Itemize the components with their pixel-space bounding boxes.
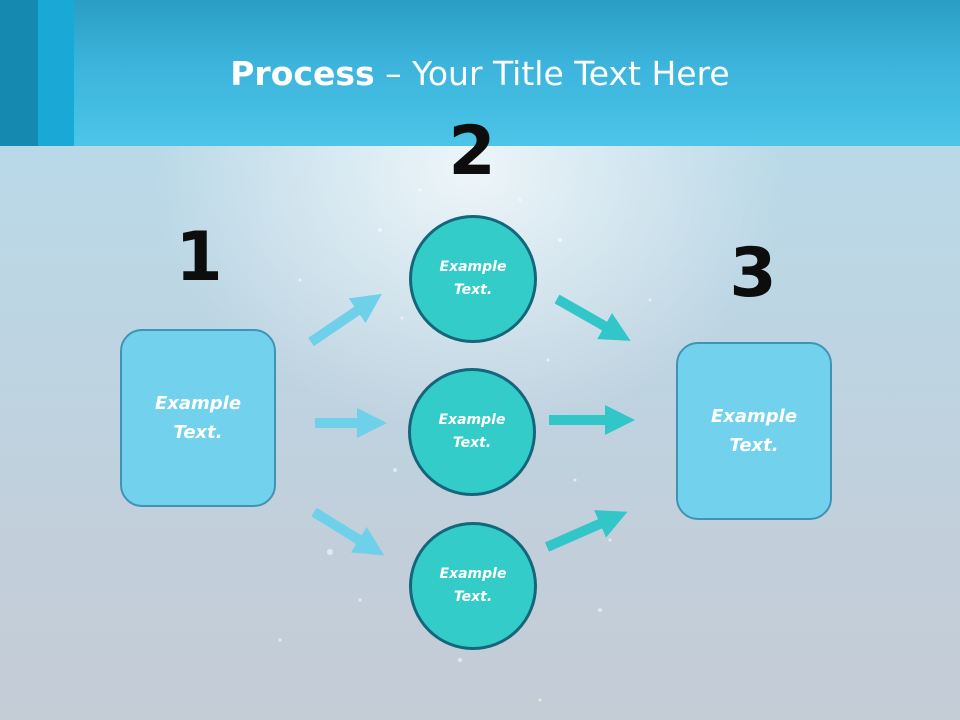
title-bold: Process — [230, 54, 375, 93]
banner-accent-dark — [0, 0, 38, 146]
step-box-right: Example Text. — [676, 342, 832, 520]
circle-node-label: Example Text. — [438, 412, 506, 451]
arrow-right-bottom — [544, 510, 628, 552]
arrow-left-bottom — [311, 507, 385, 556]
step-box-left: Example Text. — [120, 329, 276, 507]
circle-node-middle: Example Text. — [408, 368, 536, 496]
title-banner — [0, 0, 960, 146]
arrow-left-top — [308, 293, 382, 347]
arrow-right-top — [554, 294, 631, 341]
circle-node-bottom: Example Text. — [409, 522, 537, 650]
step-box-left-label: Example Text. — [154, 393, 242, 443]
step-number-2: 2 — [448, 112, 496, 191]
circle-node-top: Example Text. — [409, 215, 537, 343]
step-number-1: 1 — [175, 218, 223, 297]
banner-accent-light — [38, 0, 74, 146]
slide-title: Process – Your Title Text Here — [0, 52, 960, 96]
step-box-right-label: Example Text. — [710, 406, 798, 456]
circle-node-label: Example Text. — [439, 259, 507, 298]
title-rest: – Your Title Text Here — [374, 54, 730, 93]
step-number-3: 3 — [729, 234, 777, 313]
circle-node-label: Example Text. — [439, 566, 507, 605]
